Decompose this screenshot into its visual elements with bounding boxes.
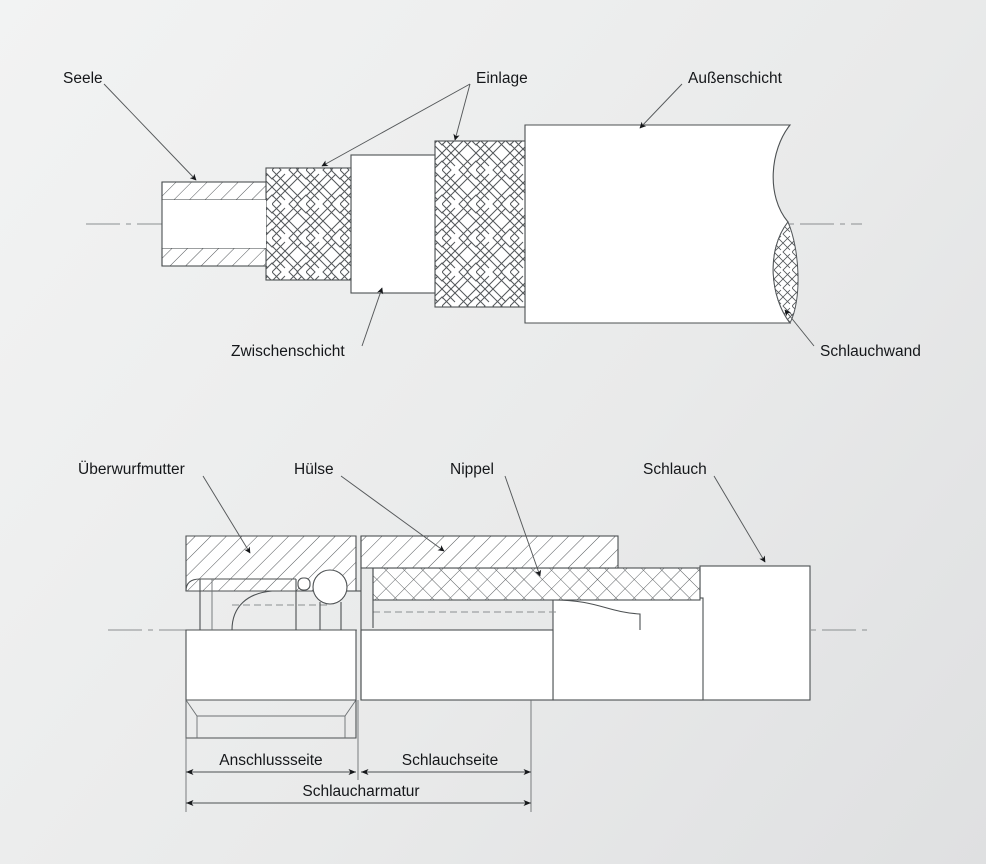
label-ueberwurfmutter: Überwurfmutter (78, 460, 185, 478)
part-huelse (360, 535, 619, 701)
leader-schlauch (713, 475, 766, 563)
nippel-stem (372, 568, 641, 630)
part-nippel (372, 567, 701, 601)
layer-seele (161, 181, 267, 267)
leader-nippel (504, 475, 542, 577)
leader-einlage-inner (321, 83, 471, 167)
label-schlauchwand: Schlauchwand (820, 343, 921, 360)
torn-hose-wall-braid (772, 221, 799, 324)
dimension-label-anschlussseite: Anschlussseite (219, 752, 322, 769)
leader-seele (103, 83, 197, 181)
label-huelse: Hülse (294, 461, 334, 478)
lower-leaders (202, 475, 766, 577)
dimension-label-schlaucharmatur: Schlaucharmatur (302, 783, 419, 800)
dimension-schlaucharmatur: Schlaucharmatur (186, 783, 531, 806)
dimension-anschlussseite: Anschlussseite (186, 752, 356, 775)
schlauch-barrel (552, 597, 704, 701)
dimension-label-schlauchseite: Schlauchseite (402, 752, 499, 769)
leader-aussenschicht (639, 83, 683, 129)
layer-aussenschicht (524, 124, 792, 324)
label-aussenschicht: Außenschicht (688, 70, 783, 87)
label-einlage: Einlage (476, 70, 528, 87)
layer-zwischenschicht (350, 154, 436, 294)
upper-diagram-hose-construction: Seele Einlage Außenschicht Zwischenschic… (63, 70, 921, 360)
part-ueberwurfmutter (185, 535, 361, 739)
leader-ueberwurfmutter (202, 475, 251, 554)
layer-einlage-outer (434, 140, 526, 308)
leader-zwischenschicht (361, 287, 384, 347)
label-schlauch: Schlauch (643, 461, 707, 478)
leader-huelse (340, 475, 445, 552)
dimension-block: Anschlussseite Schlauchseite Schlaucharm… (185, 700, 532, 812)
lower-diagram-hose-fitting: Überwurfmutter Hülse Nippel Schlauch (78, 460, 872, 739)
retaining-ball (312, 569, 348, 605)
label-zwischenschicht: Zwischenschicht (231, 343, 345, 360)
leader-schlauchwand (784, 309, 815, 347)
dimension-schlauchseite: Schlauchseite (361, 752, 531, 775)
label-seele: Seele (63, 70, 103, 87)
leader-einlage-outer (453, 83, 471, 141)
label-nippel: Nippel (450, 461, 494, 478)
layer-einlage-inner (265, 167, 352, 281)
upper-leaders (103, 83, 815, 347)
part-schlauch (699, 565, 811, 701)
